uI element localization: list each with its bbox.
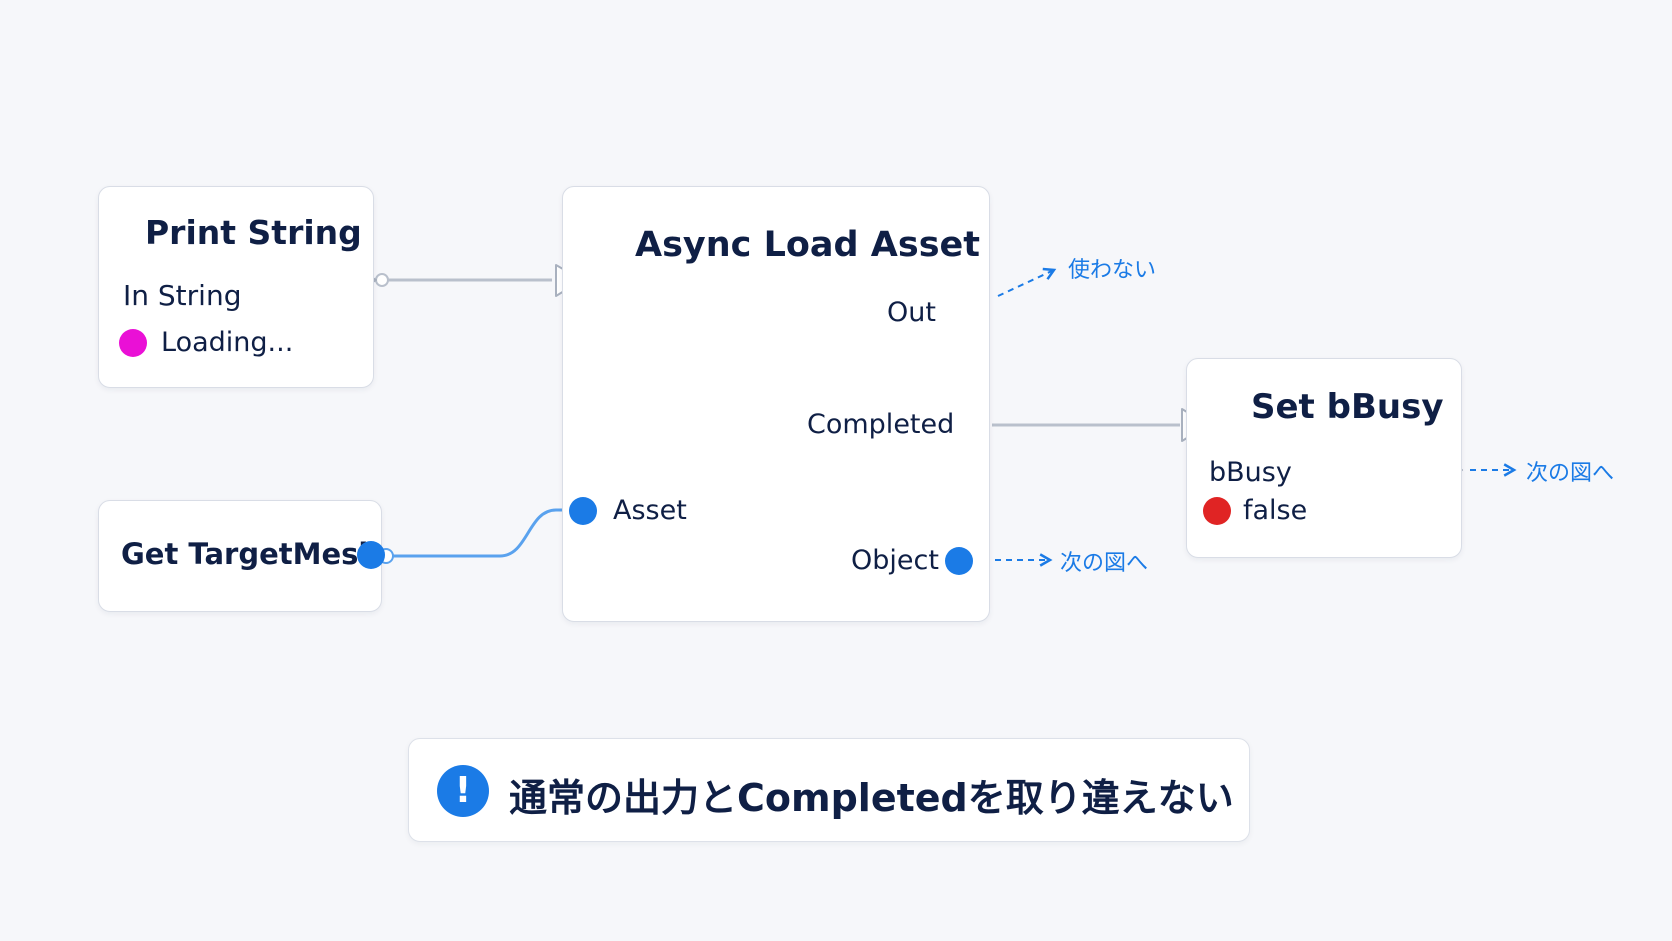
target-mesh-output-pin-icon[interactable]: [357, 541, 385, 569]
object-next-annotation: 次の図へ: [1060, 551, 1149, 576]
bbusy-value[interactable]: false: [1243, 495, 1308, 526]
object-wire-targetmesh-to-asset: [388, 508, 584, 558]
set-bbusy-node[interactable]: Set bBusy bBusy false: [1186, 358, 1462, 558]
bbusy-pin-label: bBusy: [1209, 457, 1292, 488]
string-pin-icon[interactable]: [119, 329, 147, 357]
out-pin-label: Out: [887, 297, 936, 328]
node-title: Set bBusy: [1251, 387, 1444, 427]
unused-annotation: 使わない: [1068, 258, 1157, 283]
unused-arrow: [997, 267, 1057, 297]
completed-pin-label: Completed: [807, 409, 955, 440]
exec-next-annotation: 次の図へ: [1526, 461, 1615, 486]
node-title: Async Load Asset: [635, 225, 981, 265]
object-pin-label: Object: [851, 545, 939, 576]
warning-text: 通常の出力とCompletedを取り違えない: [509, 776, 1234, 820]
exec-wire-joint: [375, 273, 389, 287]
object-output-pin-icon[interactable]: [945, 547, 973, 575]
asset-pin-label: Asset: [613, 495, 687, 526]
get-target-mesh-node[interactable]: Get TargetMesh: [98, 500, 385, 612]
warning-callout: ! 通常の出力とCompletedを取り違えない: [408, 738, 1250, 842]
asset-input-pin-icon[interactable]: [569, 497, 597, 525]
bool-pin-icon[interactable]: [1203, 497, 1231, 525]
print-string-node[interactable]: Print String In String Loading...: [98, 186, 374, 388]
node-title: Print String: [145, 213, 362, 252]
node-title: Get TargetMesh: [121, 537, 380, 571]
in-string-value[interactable]: Loading...: [161, 327, 294, 358]
async-load-asset-node[interactable]: Async Load Asset Out Completed Asset Obj…: [562, 186, 990, 622]
exclamation-icon: !: [437, 765, 489, 817]
in-string-label: In String: [123, 279, 242, 312]
